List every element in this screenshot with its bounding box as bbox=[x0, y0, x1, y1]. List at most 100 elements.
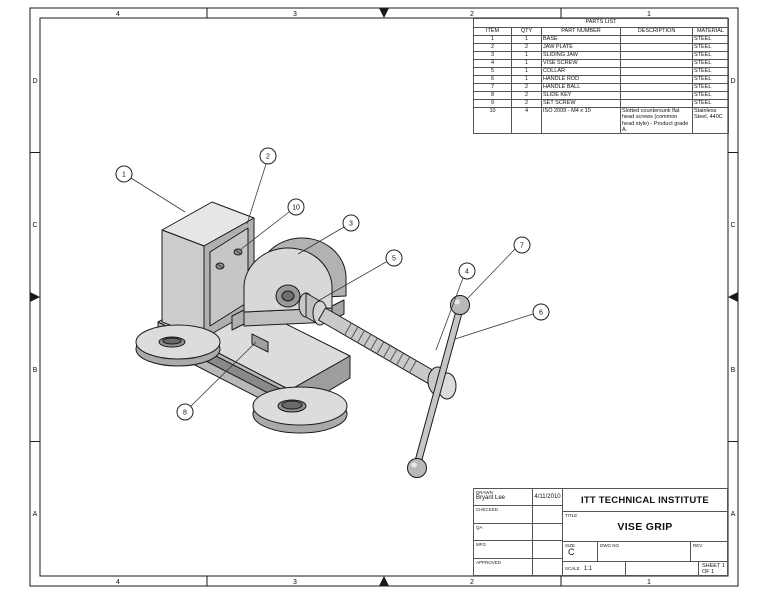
fixed-jaw bbox=[161, 201, 255, 339]
zone-bottom-1: 1 bbox=[647, 579, 651, 586]
qa-date bbox=[533, 524, 562, 540]
drawn-row: DRAWN Bryant Lee 4/11/2010 bbox=[474, 489, 562, 507]
screw-threads bbox=[344, 322, 417, 373]
base-foot-right bbox=[252, 386, 348, 434]
leader-2 bbox=[246, 163, 267, 225]
balloons: 1 2 10 3 5 4 7 6 8 bbox=[115, 147, 550, 421]
parts-list-table: PARTS LIST ITEM QTY PART NUMBER DESCRIPT… bbox=[473, 18, 729, 135]
size-label: SIZE bbox=[565, 543, 576, 548]
col-description: DESCRIPTION bbox=[620, 27, 693, 36]
zone-right-d: D bbox=[730, 78, 735, 85]
leader-5 bbox=[317, 261, 387, 302]
checked-label: CHECKED bbox=[476, 507, 499, 513]
svg-text:7: 7 bbox=[520, 243, 524, 250]
balloon-4: 4 bbox=[458, 262, 476, 280]
balloon-6: 6 bbox=[532, 303, 550, 321]
sheet-label: SHEET 1 OF 1 bbox=[702, 562, 725, 575]
zone-left-d: D bbox=[32, 78, 37, 85]
mfg-row: MFG bbox=[474, 541, 562, 559]
leader-3 bbox=[297, 226, 345, 255]
approved-date bbox=[533, 559, 562, 575]
scale-label: SCALE bbox=[565, 566, 580, 571]
mfg-date bbox=[533, 541, 562, 557]
title-block: DRAWN Bryant Lee 4/11/2010 CHECKED QA MF… bbox=[473, 488, 728, 576]
balloon-8: 8 bbox=[176, 403, 194, 421]
parts-list-header-row: ITEM QTY PART NUMBER DESCRIPTION MATERIA… bbox=[473, 27, 729, 36]
zone-top-4: 4 bbox=[116, 11, 120, 18]
scale-value: 1:1 bbox=[583, 565, 593, 572]
col-material: MATERIAL bbox=[692, 27, 729, 36]
vise-drawing bbox=[135, 201, 470, 478]
alignment-arrow-right bbox=[728, 292, 738, 302]
alignment-arrow-bottom bbox=[379, 576, 389, 586]
rev-label: REV bbox=[693, 543, 703, 548]
drawing-title: VISE GRIP bbox=[617, 520, 673, 533]
qa-label: QA bbox=[476, 524, 483, 530]
slide-key-front bbox=[251, 333, 269, 353]
title-block-right: ITT TECHNICAL INSTITUTE TITLE VISE GRIP … bbox=[563, 489, 727, 575]
company-name: ITT TECHNICAL INSTITUTE bbox=[563, 489, 727, 512]
collar bbox=[298, 292, 328, 326]
svg-text:4: 4 bbox=[465, 269, 469, 276]
col-qty: QTY bbox=[511, 27, 542, 36]
size-cell: SIZE C bbox=[563, 542, 598, 561]
col-item: ITEM bbox=[473, 27, 512, 36]
balloon-7: 7 bbox=[513, 236, 531, 254]
alignment-arrows bbox=[30, 8, 738, 586]
title-label: TITLE bbox=[565, 513, 578, 518]
drawn-date: 4/11/2010 bbox=[534, 494, 561, 501]
svg-text:5: 5 bbox=[392, 256, 396, 263]
title-block-spacer bbox=[626, 562, 699, 575]
handle-ball-top bbox=[450, 295, 470, 315]
leader-8 bbox=[190, 341, 257, 407]
svg-text:10: 10 bbox=[292, 205, 300, 212]
approved-row: APPROVED bbox=[474, 558, 562, 576]
zone-right-c: C bbox=[730, 222, 735, 229]
zone-ticks bbox=[30, 8, 738, 586]
zone-left-c: C bbox=[32, 222, 37, 229]
svg-text:6: 6 bbox=[539, 310, 543, 317]
alignment-arrow-left bbox=[30, 292, 40, 302]
mfg-label: MFG bbox=[476, 542, 486, 548]
drawn-label: DRAWN bbox=[476, 490, 493, 495]
balloon-10: 10 bbox=[287, 198, 305, 216]
zone-bottom-3: 3 bbox=[293, 579, 297, 586]
svg-text:3: 3 bbox=[349, 221, 353, 228]
svg-text:2: 2 bbox=[266, 154, 270, 161]
drawn-name: Bryant Lee bbox=[476, 495, 506, 501]
dwg-no-label: DWG NO bbox=[600, 543, 619, 548]
leader-6 bbox=[454, 313, 534, 340]
handle-ball-bottom bbox=[407, 458, 427, 478]
scale-cell: SCALE 1:1 bbox=[563, 562, 626, 575]
leader-1 bbox=[130, 177, 186, 213]
leader-4 bbox=[435, 277, 464, 351]
zone-labels: 4 3 2 1 4 3 2 1 D C B A D C B A bbox=[32, 11, 735, 586]
svg-text:8: 8 bbox=[183, 410, 187, 417]
balloon-3: 3 bbox=[342, 214, 360, 232]
drawing-title-area: TITLE VISE GRIP bbox=[563, 512, 727, 542]
col-part-number: PART NUMBER bbox=[541, 27, 621, 36]
approved-label: APPROVED bbox=[476, 559, 502, 565]
leader-7 bbox=[466, 248, 516, 300]
base-foot-left bbox=[135, 324, 221, 367]
checked-date bbox=[533, 506, 562, 522]
svg-text:1: 1 bbox=[122, 172, 126, 179]
zone-left-a: A bbox=[33, 511, 38, 518]
balloon-5: 5 bbox=[385, 249, 403, 267]
slide-key bbox=[231, 309, 245, 331]
size-value: C bbox=[568, 547, 575, 557]
rev-cell: REV bbox=[691, 542, 727, 561]
zone-right-a: A bbox=[731, 511, 736, 518]
qa-row: QA bbox=[474, 523, 562, 542]
approval-rows: DRAWN Bryant Lee 4/11/2010 CHECKED QA MF… bbox=[474, 489, 563, 576]
zone-left-b: B bbox=[33, 367, 38, 374]
